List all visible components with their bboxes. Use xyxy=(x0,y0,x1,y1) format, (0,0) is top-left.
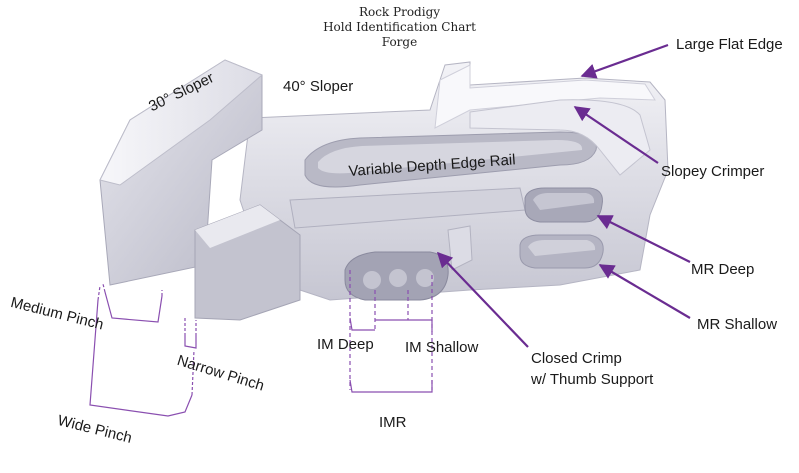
hold-shape xyxy=(99,59,669,321)
bracket-medium-pinch xyxy=(104,291,163,323)
label-large-flat-edge: Large Flat Edge xyxy=(676,36,783,53)
label-im-deep: IM Deep xyxy=(317,336,374,353)
label-im-shallow: IM Shallow xyxy=(405,339,479,356)
chart-title-line3: Forge xyxy=(381,35,418,49)
label-slopey-crimper: Slopey Crimper xyxy=(661,163,765,180)
bracket-im-deep xyxy=(349,317,375,331)
label-closed-crimp: Closed Crimp xyxy=(531,350,622,367)
label-40-sloper: 40° Sloper xyxy=(283,78,354,95)
chart-title-line1: Rock Prodigy xyxy=(358,5,441,19)
label-mr-shallow: MR Shallow xyxy=(697,316,778,333)
callout-arrows xyxy=(436,43,691,348)
bracket-imr xyxy=(349,379,433,393)
arrow-mr-deep xyxy=(596,215,691,263)
chart-title-line2: Hold Identification Chart xyxy=(323,20,476,34)
bracket-im-shallow xyxy=(375,319,433,332)
label-thumb-support: w/ Thumb Support xyxy=(531,371,654,388)
arrow-mr-shallow xyxy=(598,264,691,319)
arrow-closed-crimp xyxy=(436,251,529,348)
bracket-narrow-pinch xyxy=(184,336,197,349)
arrow-slopey-crimper xyxy=(573,106,659,164)
bracket-wide-pinch xyxy=(89,299,193,417)
dimension-brackets xyxy=(89,270,433,417)
arrow-large-flat-edge xyxy=(580,43,669,79)
label-imr: IMR xyxy=(379,414,407,431)
label-mr-deep: MR Deep xyxy=(691,261,755,278)
